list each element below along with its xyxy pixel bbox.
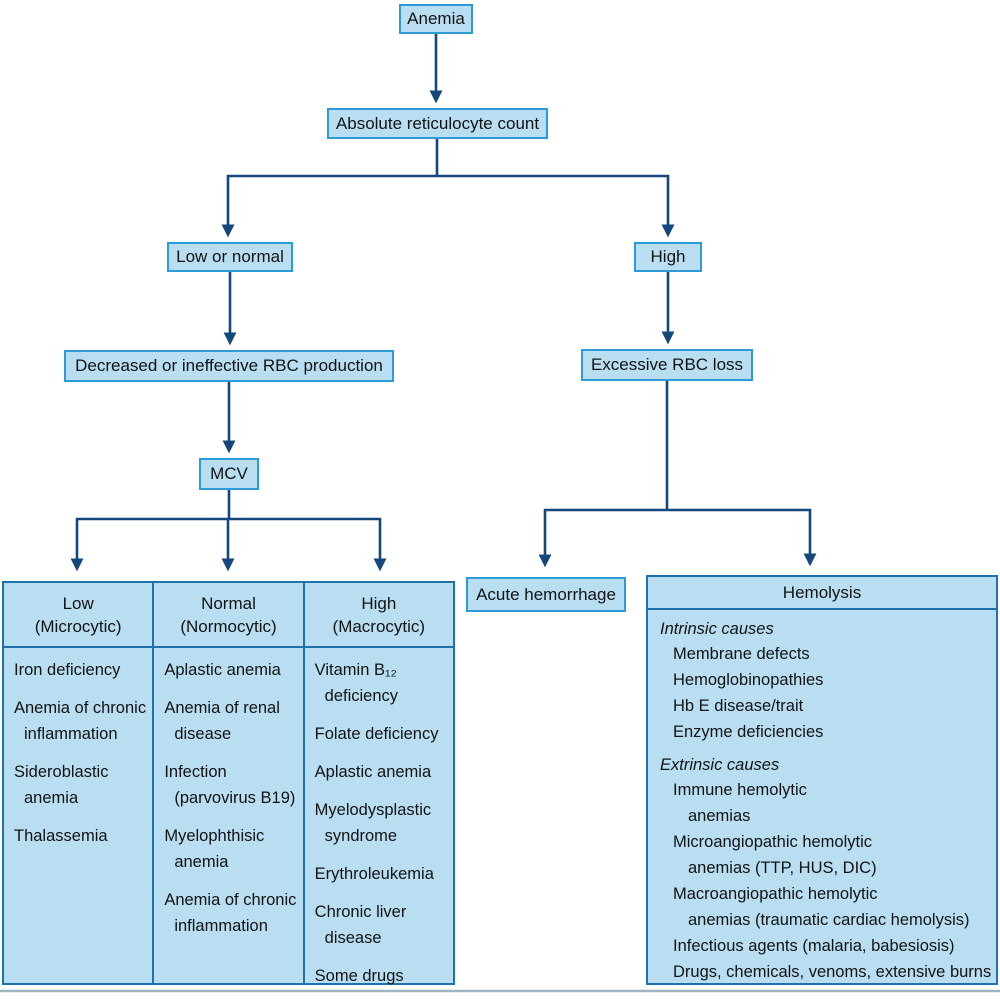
hemolysis-content: Intrinsic causes Membrane defects Hemogl… xyxy=(648,610,996,985)
list-item: Immune hemolytic anemias xyxy=(673,781,807,825)
list-item: Myelophthisic anemia xyxy=(164,827,265,871)
list-item: Infection (parvovirus B19) xyxy=(164,763,296,807)
mcv-classification-table: Low (Microcytic) Iron deficiency Anemia … xyxy=(2,581,455,985)
node-absolute-reticulocyte-count: Absolute reticulocyte count xyxy=(327,108,548,139)
intrinsic-causes-heading: Intrinsic causes xyxy=(660,620,774,638)
mcv-column-high: High (Macrocytic) Vitamin B₁₂ deficiency… xyxy=(302,583,453,985)
extrinsic-causes-heading: Extrinsic causes xyxy=(660,756,780,774)
list-item: Anemia of chronic inflammation xyxy=(164,891,297,935)
mcv-column-normal-header: Normal (Normocytic) xyxy=(154,583,303,648)
list-item: Infectious agents (malaria, babesiosis) xyxy=(673,937,955,955)
list-item: Microangiopathic hemolytic anemias (TTP,… xyxy=(673,833,877,877)
list-item: Chronic liver disease xyxy=(314,903,407,947)
list-item: Membrane defects xyxy=(673,645,810,663)
list-item: Hb E disease/trait xyxy=(673,697,804,715)
mcv-column-low: Low (Microcytic) Iron deficiency Anemia … xyxy=(4,583,153,983)
list-item: Enzyme deficiencies xyxy=(673,723,824,741)
list-item: Drugs, chemicals, venoms, extensive burn… xyxy=(673,963,992,981)
mcv-column-normal-items: Aplastic anemia Anemia of renal disease … xyxy=(154,648,302,951)
list-item: Thalassemia xyxy=(14,827,108,845)
mcv-column-high-items: Vitamin B₁₂ deficiency Folate deficiency… xyxy=(305,648,453,1000)
list-item: Hemoglobinopathies xyxy=(673,671,824,689)
node-high: High xyxy=(634,242,702,272)
list-item: Myelodysplastic syndrome xyxy=(314,801,432,845)
list-item: Vitamin B₁₂ deficiency xyxy=(314,661,399,705)
list-item: Anemia of renal disease xyxy=(164,699,280,743)
list-item: Sideroblastic anemia xyxy=(14,763,109,807)
node-mcv: MCV xyxy=(199,458,259,490)
node-excessive-rbc-loss: Excessive RBC loss xyxy=(581,349,753,381)
list-item: Aplastic anemia xyxy=(314,763,432,781)
list-item: Erythroleukemia xyxy=(314,865,434,883)
list-item: Some drugs xyxy=(314,967,404,985)
node-acute-hemorrhage: Acute hemorrhage xyxy=(466,577,626,612)
list-item: Folate deficiency xyxy=(314,725,439,743)
list-item: Aplastic anemia xyxy=(164,661,281,679)
list-item: Anemia of chronic inflammation xyxy=(14,699,147,743)
hemolysis-box: Hemolysis Intrinsic causes Membrane defe… xyxy=(646,575,998,985)
node-low-or-normal: Low or normal xyxy=(167,242,293,272)
mcv-column-low-header: Low (Microcytic) xyxy=(4,583,153,648)
node-anemia: Anemia xyxy=(399,4,473,34)
list-item: Macroangiopathic hemolytic anemias (trau… xyxy=(673,885,970,929)
list-item: Iron deficiency xyxy=(14,661,121,679)
spacer xyxy=(648,745,992,753)
hemolysis-title: Hemolysis xyxy=(648,577,996,610)
node-decreased-rbc-production: Decreased or ineffective RBC production xyxy=(64,350,394,382)
mcv-column-low-items: Iron deficiency Anemia of chronic inflam… xyxy=(4,648,152,861)
mcv-column-high-header: High (Macrocytic) xyxy=(304,583,453,648)
mcv-column-normal: Normal (Normocytic) Aplastic anemia Anem… xyxy=(152,583,303,983)
